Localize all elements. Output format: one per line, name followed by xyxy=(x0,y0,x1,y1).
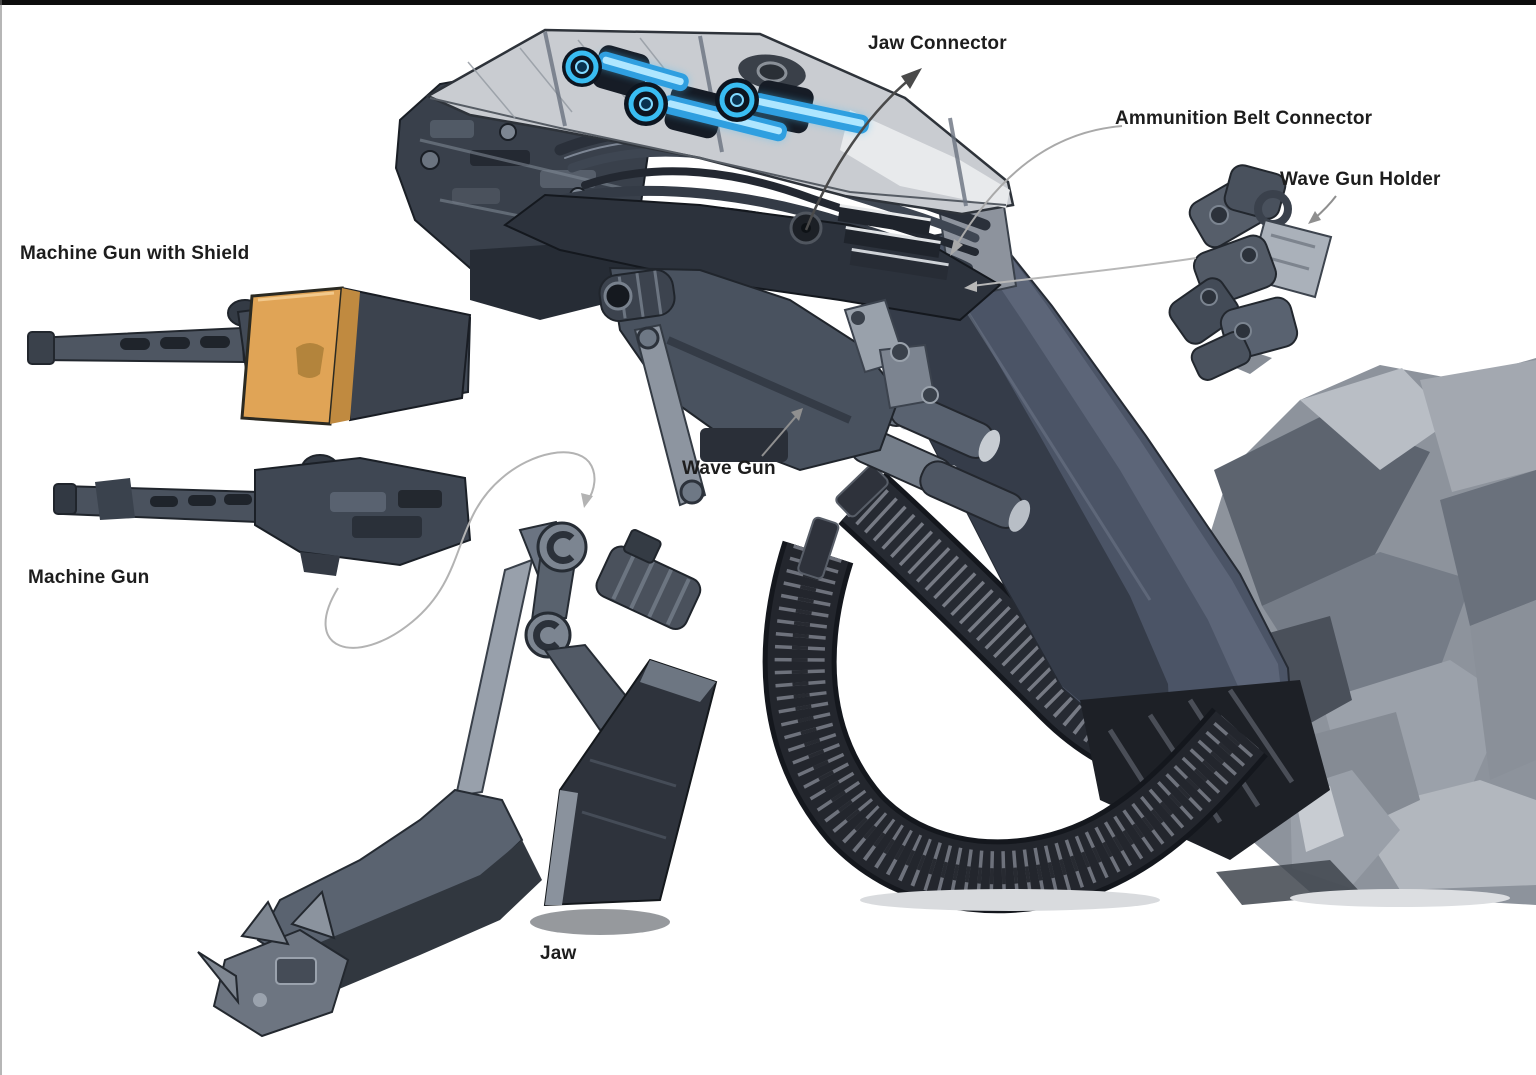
label-wave-gun-holder: Wave Gun Holder xyxy=(1280,169,1441,190)
energy-cells xyxy=(562,45,870,142)
energy-ring xyxy=(624,82,668,126)
leader-lines xyxy=(324,68,1337,649)
energy-ring xyxy=(715,78,759,122)
top-border-bar xyxy=(0,0,1536,5)
ammo-belt-connector-leader xyxy=(950,125,1123,256)
label-wave-gun: Wave Gun xyxy=(682,458,776,479)
jaw-s-curve-leader xyxy=(324,451,596,649)
wave-gun-holder-arrow xyxy=(1308,195,1337,224)
label-machine-gun: Machine Gun xyxy=(28,567,150,588)
machine-gun-part xyxy=(53,454,472,576)
jaw-connector-arrow xyxy=(804,68,922,231)
wave-gun-holder-part xyxy=(1168,164,1333,381)
label-machine-gun-with-shield: Machine Gun with Shield xyxy=(20,243,250,264)
machine-gun-with-shield-part xyxy=(27,286,472,426)
wreckage-blockout xyxy=(1202,350,1536,907)
label-ammunition-belt-connector: Ammunition Belt Connector xyxy=(1115,108,1373,129)
ammunition-belt-front-strand xyxy=(762,516,1330,914)
left-border-line xyxy=(0,0,2,1075)
label-jaw-connector: Jaw Connector xyxy=(868,33,1007,54)
energy-ring xyxy=(562,47,602,87)
label-jaw: Jaw xyxy=(540,943,577,964)
holder-attachment-leader xyxy=(964,257,1197,292)
wave-gun-assembly xyxy=(598,266,939,507)
wave-gun-arrow xyxy=(761,408,803,457)
connector-slabs xyxy=(837,204,949,281)
jaw-part xyxy=(197,520,718,1038)
upper-head-assembly xyxy=(394,28,1018,322)
